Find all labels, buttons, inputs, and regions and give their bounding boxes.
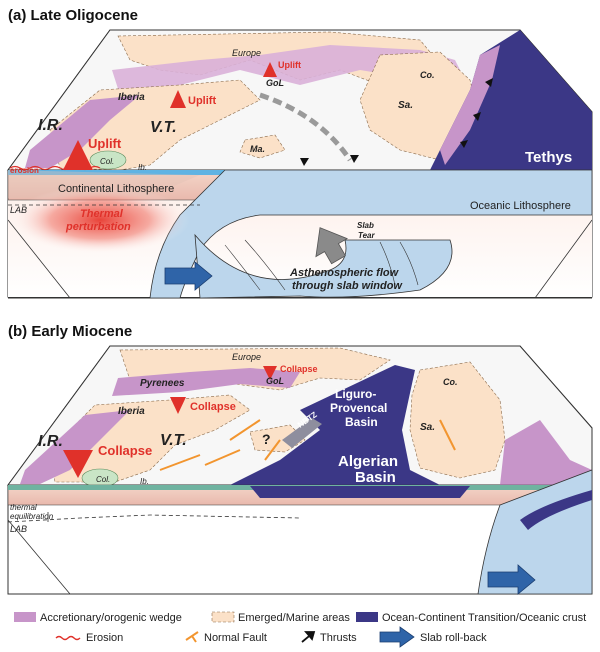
panel-a-rollback-arrow (164, 261, 213, 291)
panel-a-wedge-east (440, 45, 500, 165)
panel-b-col-label: Col. (96, 475, 110, 484)
legend-normal-fault-label: Normal Fault (204, 632, 267, 644)
panel-b-collapse-triangle-small (263, 366, 277, 380)
panel-b-collapse-label-small: Collapse (280, 364, 318, 374)
panel-a-co-label: Co. (420, 70, 435, 80)
panel-b-ib-label: Ib. (140, 477, 149, 486)
legend-thrusts-icon (301, 631, 316, 643)
panel-b-iberia-label: Iberia (118, 406, 145, 417)
panel-a-astheno-label-1: Asthenospheric flow (289, 267, 400, 279)
panel-b-lp-label-2: Provencal (330, 401, 387, 415)
legend-rollback-icon (379, 626, 415, 648)
panel-a-uplift-triangle-large (63, 140, 93, 170)
legend: Accretionary/orogenic wedge Emerged/Mari… (14, 611, 586, 648)
panel-a-thrust-markers (300, 78, 493, 166)
panel-b-oceanic-basins (230, 365, 440, 485)
legend-oct-label: Ocean-Continent Transition/Oceanic crust (382, 612, 586, 624)
panel-b-corsica-sardinia (409, 361, 506, 479)
panel-a-thermal-perturbation (10, 186, 190, 254)
panel-a-europe-label: Europe (232, 48, 261, 58)
panel-a-ma-label: Ma. (250, 144, 265, 154)
panel-b-thermal-eq-label-2: equilibration (10, 512, 54, 521)
panel-b-thermal-eq-label-1: thermal (10, 503, 37, 512)
legend-wedge-label: Accretionary/orogenic wedge (40, 612, 182, 624)
panel-a-uplift-label-large: Uplift (88, 136, 122, 151)
panel-b-collapse-label-large: Collapse (98, 443, 152, 458)
panel-b-europe-label: Europe (232, 352, 261, 362)
panel-a-title: (a) Late Oligocene (8, 7, 138, 24)
panel-b-sa-label: Sa. (420, 422, 435, 433)
panel-b-slab-crust (520, 490, 592, 530)
panel-a-astheno-label-2: through slab window (292, 280, 403, 292)
panel-a-continental-label: Continental Lithosphere (58, 183, 174, 195)
panel-b-collapse-triangle-large (63, 450, 93, 478)
panel-a-thermal-label-1: Thermal (80, 208, 124, 220)
panel-a-slab-lines (224, 239, 419, 291)
legend-oct-swatch (356, 612, 378, 622)
panel-a-uplift-triangle-mid (170, 90, 186, 108)
panel-a-lab-label: LAB (10, 205, 27, 215)
panel-b-gol-label: GoL (266, 376, 284, 386)
legend-thrusts-label: Thrusts (320, 632, 357, 644)
panel-a-ib-label: Ib. (138, 163, 147, 172)
panel-a-subducting-slab (194, 233, 453, 299)
panel-a-vt-label: V.T. (150, 119, 177, 136)
legend-erosion-label: Erosion (86, 632, 123, 644)
panel-a-gol-label: GoL (266, 78, 284, 88)
panel-b-perspective-left (7, 519, 71, 595)
panel-b-algerian-label-1: Algerian (338, 453, 398, 470)
panel-b-lp-label-3: Basin (345, 415, 378, 429)
panel-a-sa-label: Sa. (398, 100, 413, 111)
panel-a-tethys-ocean (430, 30, 592, 170)
panel-b-wedge-pyrenees (112, 368, 300, 396)
legend-normal-fault-icon (185, 631, 199, 643)
panel-a-ir-label: I.R. (38, 117, 63, 134)
panel-b-lp-label-1: Liguro- (335, 387, 376, 401)
panel-a-uplift-label-mid: Uplift (188, 95, 216, 107)
panel-b-question-label: ? (262, 431, 271, 447)
panel-b-wedge-iberian-range (20, 410, 130, 484)
panel-a-perspective-right (534, 219, 593, 299)
panel-b-collapse-triangle-mid (170, 397, 186, 414)
panel-a-tethys-label: Tethys (525, 149, 572, 166)
legend-emerged-label: Emerged/Marine areas (238, 612, 350, 624)
panel-b-lab-label: LAB (10, 524, 27, 534)
panel-b-rollback-arrow (487, 564, 536, 595)
panel-b: (b) Early Miocene (7, 323, 593, 595)
panel-a-oceanic-label: Oceanic Lithosphere (470, 200, 571, 212)
panel-a-rotation-path (259, 92, 353, 162)
panel-a-columbretes (89, 150, 127, 170)
panel-a-slab-label-1: Slab (357, 221, 374, 230)
legend-wedge-swatch (14, 612, 36, 622)
panel-b-pyrenees-label: Pyrenees (140, 378, 185, 389)
panel-a-thermal-label-2: perturbation (65, 221, 131, 233)
panel-b-ir-label: I.R. (38, 433, 63, 450)
panel-b-title: (b) Early Miocene (8, 323, 132, 340)
panel-b-algerian-label-2: Basin (355, 469, 396, 486)
panel-b-vt-label: V.T. (160, 432, 187, 449)
panel-b-nbtz-band (282, 418, 322, 448)
panel-a-erosion-label: erosion (10, 166, 39, 175)
panel-a-uplift-triangle-small (263, 62, 277, 77)
panel-a-col-label: Col. (100, 157, 114, 166)
legend-erosion-icon (55, 635, 81, 641)
panel-a-iberia-label: Iberia (118, 92, 145, 103)
panel-a-slab-label-2: Tear (358, 231, 375, 240)
panel-a-asthenospheric-arrow (315, 227, 348, 265)
panel-b-oceanic-crust-front (250, 486, 470, 498)
panel-b-normal-faults (159, 419, 456, 471)
panel-a-mallorca (239, 134, 286, 159)
panel-a-uplift-label-small: Uplift (278, 60, 301, 70)
panel-b-lab-line (7, 514, 301, 523)
panel-a-wedge-iberian-range (25, 95, 140, 168)
panel-b-wedge-east (500, 420, 592, 485)
legend-emerged-swatch (211, 611, 235, 623)
panel-b-co-label: Co. (443, 377, 458, 387)
legend-rollback-label: Slab roll-back (420, 632, 487, 644)
panel-a: (a) Late Oligocene (7, 7, 593, 299)
panel-b-collapse-label-mid: Collapse (190, 401, 236, 413)
